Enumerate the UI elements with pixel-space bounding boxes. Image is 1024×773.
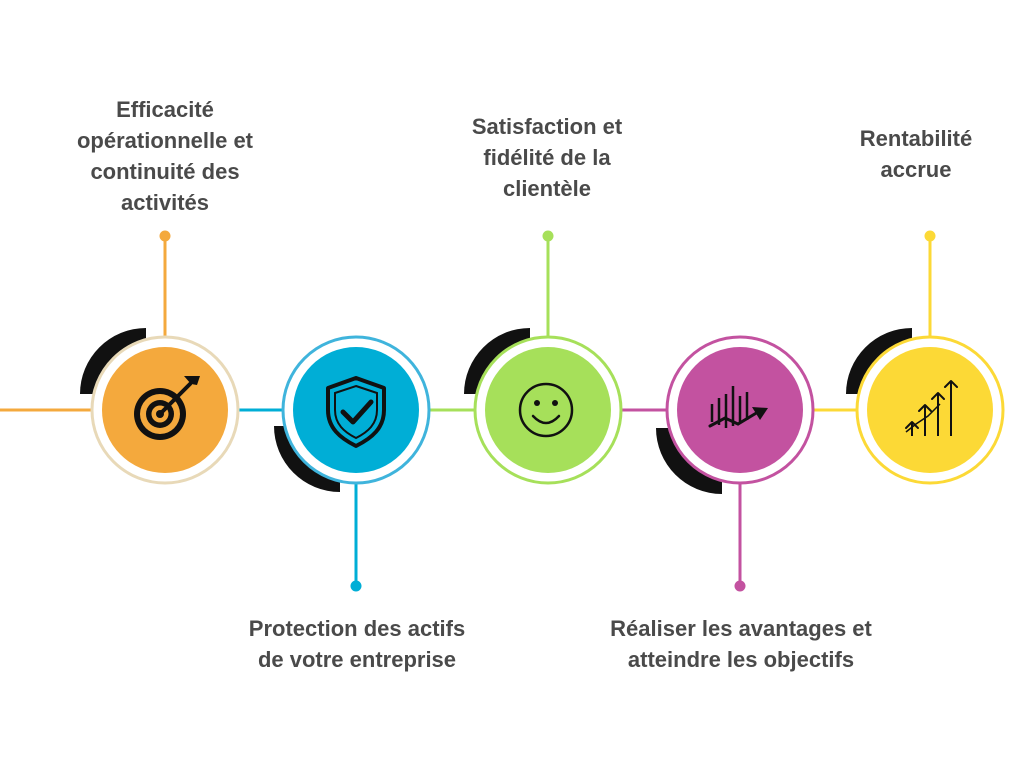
step-label-rentabilite: Rentabilité accrue (859, 126, 973, 182)
arrow-head (944, 380, 958, 388)
step-label-avantages: Réaliser les avantages et atteindre les … (610, 616, 872, 672)
chart-trend-line (708, 410, 760, 428)
check-mark (340, 399, 374, 425)
shield-inner (334, 384, 378, 440)
stem-dot (734, 580, 746, 592)
target-arrow-fletch (184, 376, 200, 385)
arrow-head (905, 421, 919, 429)
smiley-mouth (531, 414, 561, 425)
arrow-head (918, 404, 932, 412)
step-node (464, 230, 623, 485)
smiley-eye-right (552, 400, 558, 406)
smiley-face (518, 382, 574, 438)
shield-outline (326, 376, 386, 448)
target-arrow-shaft (158, 382, 192, 416)
chart-growth-icon (708, 386, 768, 428)
step-node (846, 230, 1005, 485)
step-label-protection: Protection des actifs de votre entrepris… (248, 616, 466, 672)
arrow-link-line (905, 403, 941, 433)
step-node (656, 335, 815, 592)
stem-dot (350, 580, 362, 592)
stem-dot (159, 230, 171, 242)
smiley-eye-left (534, 400, 540, 406)
stem-dot (542, 230, 554, 242)
step-label-efficacite: Efficacité opérationnelle et continuité … (76, 97, 254, 215)
arrows-up-icon (905, 380, 958, 436)
inner-disc (293, 347, 419, 473)
step-node (274, 335, 431, 592)
arrow-head (931, 392, 945, 400)
stem-dot (924, 230, 936, 242)
step-node (80, 230, 240, 485)
step-label-satisfaction: Satisfaction et fidélité de la clientèle (471, 114, 623, 201)
shield-check-icon (326, 376, 386, 448)
target-icon (134, 376, 200, 440)
smiley-icon (518, 382, 574, 438)
chart-trend-arrowhead (752, 407, 768, 420)
inner-disc (485, 347, 611, 473)
